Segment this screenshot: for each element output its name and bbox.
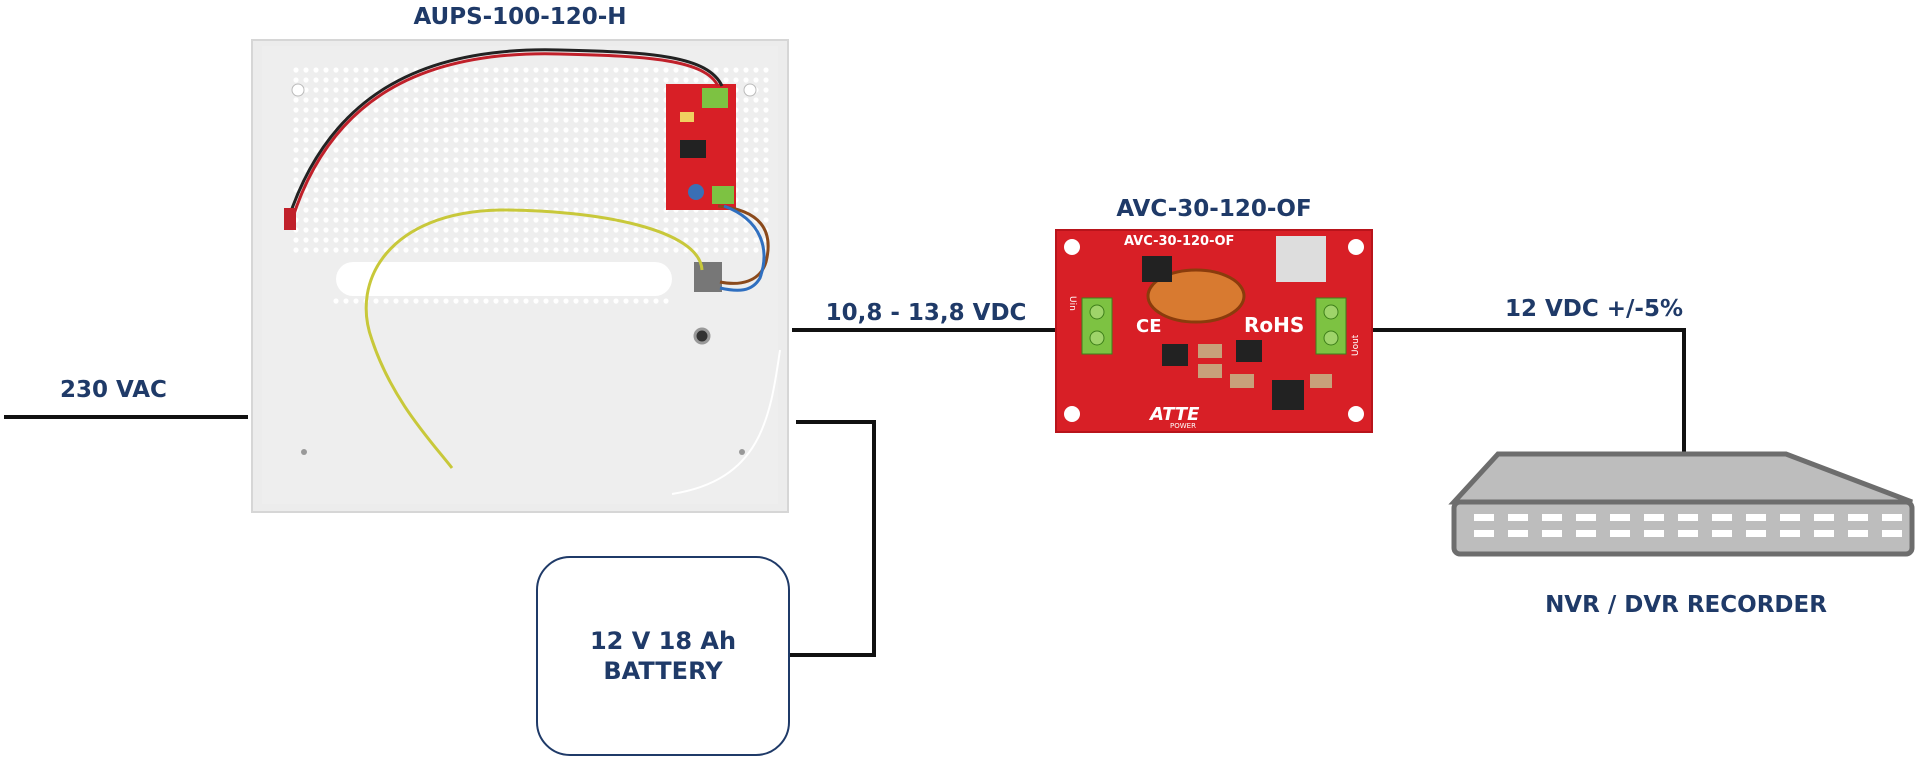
dc-range-label: 10,8 - 13,8 VDC <box>825 300 1027 326</box>
output-voltage-label: 12 VDC +/-5% <box>1504 296 1684 322</box>
inductor <box>1146 268 1246 324</box>
battery-label: BATTERY <box>603 657 723 685</box>
battery-wire <box>790 420 876 657</box>
aups-title: AUPS-100-120-H <box>413 4 627 30</box>
board-brand: ATTE <box>1148 404 1200 425</box>
recorder-device <box>1448 451 1915 557</box>
vout-mark: Uout <box>1351 334 1361 356</box>
psu-enclosure <box>251 39 789 513</box>
board-silk-model: AVC-30-120-OF <box>1124 234 1234 249</box>
qr-code <box>1276 236 1326 282</box>
ce-mark: CE <box>1136 316 1162 337</box>
earth-cable <box>364 208 704 469</box>
battery-cable-red <box>290 52 720 221</box>
board-brand-sub: POWER <box>1170 422 1196 430</box>
grommet <box>693 327 711 345</box>
psu-module <box>666 84 736 210</box>
vin-mark: Uin <box>1067 296 1077 311</box>
ac-input-label: 230 VAC <box>60 377 167 403</box>
recorder-label: NVR / DVR RECORDER <box>1545 592 1827 618</box>
mains-cable-blue <box>719 204 766 292</box>
vent-holes <box>293 67 769 304</box>
converter-title: AVC-30-120-OF <box>1116 196 1312 222</box>
rohs-mark: RoHS <box>1244 313 1304 337</box>
mains-terminal <box>694 262 722 292</box>
battery-cable-black <box>286 48 724 221</box>
output-wire <box>1372 328 1686 454</box>
tamper-wire <box>671 349 781 495</box>
wires <box>4 328 1686 657</box>
battery-spec: 12 V 18 Ah <box>589 627 737 655</box>
battery: 12 V 18 Ah BATTERY <box>536 556 790 756</box>
converter-board: AVC-30-120-OF RoHS CE ATTE POWER Uin Uou… <box>1055 229 1373 433</box>
mains-cable-brown <box>717 204 770 285</box>
